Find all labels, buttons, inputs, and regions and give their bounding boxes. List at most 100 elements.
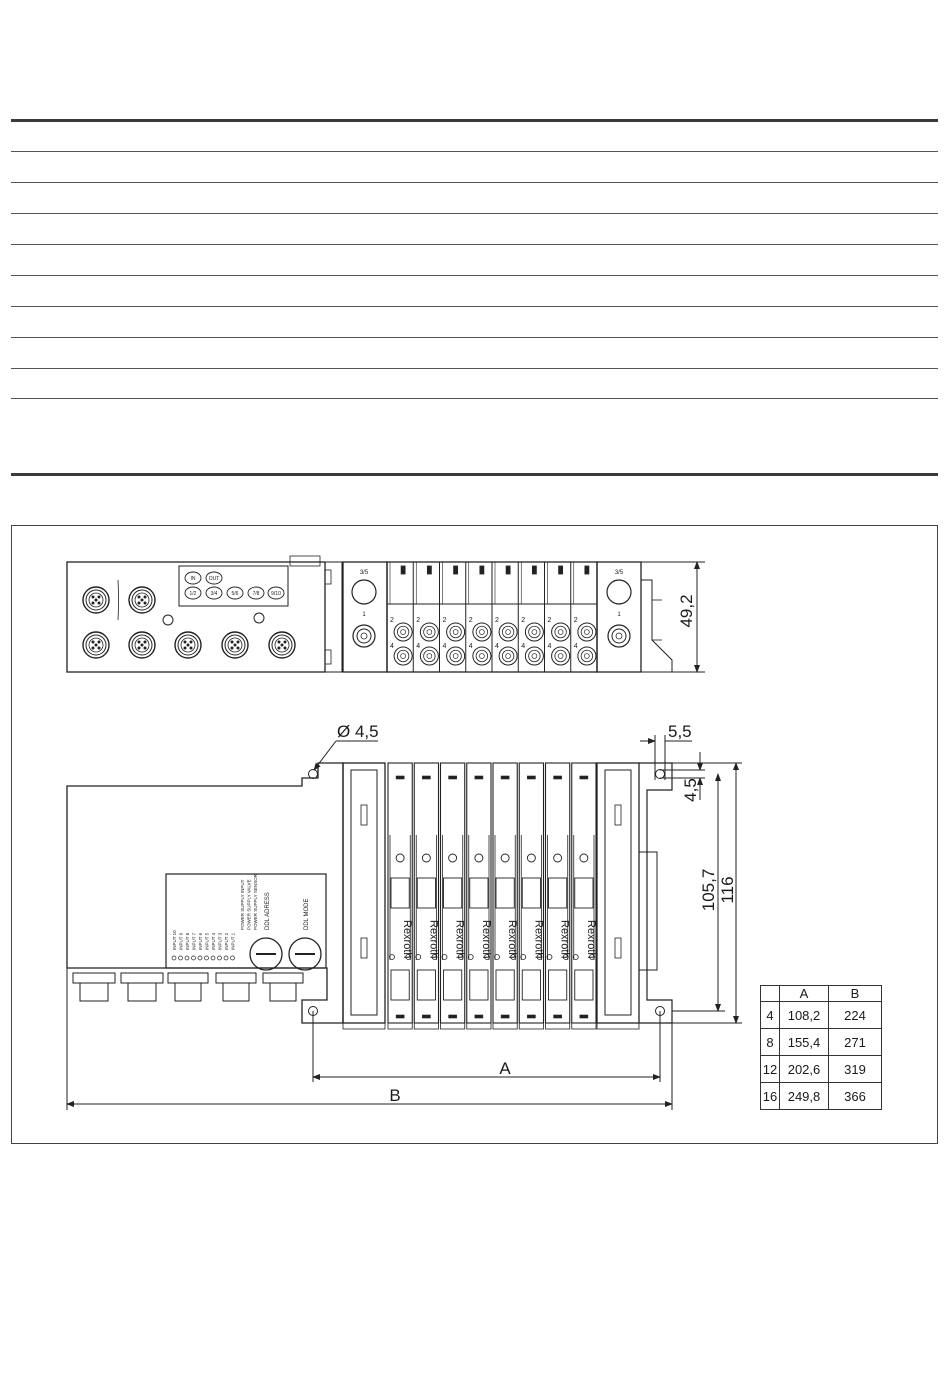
m12-connector-icon — [128, 586, 156, 614]
table-cell: 202,6 — [779, 1055, 829, 1083]
port-label: 3/5 — [615, 570, 624, 576]
power-label: POWER SUPPLY SENSOR — [253, 873, 258, 930]
dimension-table: A B 4 108,2 224 8 155,4 271 12 202,6 319… — [760, 985, 882, 1110]
table-cell: 4 — [760, 1001, 780, 1029]
power-label: POWER SUPPLY VALVE — [247, 879, 252, 930]
right-end-plate — [596, 561, 642, 673]
valve-slice-front: Rexroth — [544, 762, 571, 1030]
table-header-row: A B — [760, 985, 882, 1002]
brand-label: Rexroth — [427, 920, 439, 959]
valve-port-label: 4 — [469, 643, 473, 650]
dol-adress-label: DDL ADRESS — [265, 892, 271, 930]
valve-port-label: 4 — [416, 643, 420, 650]
svg-text:3/4: 3/4 — [211, 591, 218, 597]
valve-port-label: 2 — [574, 617, 578, 624]
bottom-rule — [11, 473, 938, 476]
table-rule — [11, 244, 938, 245]
dim-pitch-height-label: 105,7 — [699, 869, 718, 912]
module-tag: 3/4 — [205, 586, 223, 600]
power-label: POWER SUPPLY INPUT — [240, 879, 245, 930]
table-cell: 108,2 — [779, 1001, 829, 1029]
table-cell: 271 — [828, 1028, 882, 1056]
valve-slice-front: Rexroth — [387, 762, 413, 1030]
valve-slice-front: Rexroth — [492, 762, 518, 1030]
io-label: INPUT 2 — [224, 932, 229, 950]
table-cell: 16 — [760, 1082, 780, 1110]
table-row: 4 108,2 224 — [760, 1001, 882, 1029]
dim-right-group — [640, 735, 742, 1024]
io-label: INPUT 6 — [198, 932, 203, 950]
svg-text:7/8: 7/8 — [253, 591, 260, 597]
table-header-cell: A — [779, 985, 829, 1002]
module-tag: IN — [184, 571, 202, 585]
valve-port-label: 2 — [416, 617, 420, 624]
svg-text:1/2: 1/2 — [190, 591, 197, 597]
dim-height-top-label: 49,2 — [677, 594, 696, 627]
table-rule — [11, 306, 938, 307]
base-rail — [596, 1022, 640, 1030]
module-tag: 7/8 — [247, 586, 265, 600]
table-header-cell — [760, 985, 780, 1002]
dim-height-top — [641, 561, 705, 673]
table-rule — [11, 213, 938, 214]
brand-label: Rexroth — [454, 920, 466, 959]
port-label: 1 — [362, 612, 366, 618]
svg-text:IN: IN — [191, 576, 196, 582]
valve-slice-front: Rexroth — [466, 762, 492, 1030]
left-end-plate-front — [342, 762, 386, 1024]
valve-port-label: 4 — [548, 643, 552, 650]
svg-text:5/6: 5/6 — [232, 591, 239, 597]
table-rule — [11, 337, 938, 338]
dim-width-group — [66, 968, 673, 1110]
io-label: INPUT 7 — [192, 932, 197, 950]
valve-slice-top: 24 — [439, 562, 466, 672]
valve-port-label: 2 — [469, 617, 473, 624]
valve-slice-front: Rexroth — [439, 762, 466, 1030]
front-view — [66, 762, 673, 1024]
table-cell: 12 — [760, 1055, 780, 1083]
valve-port-label: 2 — [521, 617, 525, 624]
port-label: 1 — [617, 612, 621, 618]
port-label: 3/5 — [360, 570, 369, 576]
dim-offset-y-label: 4,5 — [681, 778, 700, 802]
io-label: INPUT 8 — [185, 932, 190, 950]
table-header-cell: B — [828, 985, 882, 1002]
module-tag: OUT — [205, 571, 223, 585]
valve-slice-top: 24 — [570, 562, 597, 672]
dim-A-label: A — [499, 1059, 511, 1078]
valve-port-label: 4 — [495, 643, 499, 650]
brand-label: Rexroth — [585, 920, 597, 959]
right-end-plate-front — [596, 762, 640, 1024]
valve-port-label: 4 — [574, 643, 578, 650]
table-row: 12 202,6 319 — [760, 1055, 882, 1083]
io-label: INPUT 1 — [231, 932, 236, 950]
m12-connector-icon — [174, 631, 202, 659]
table-cell: 319 — [828, 1055, 882, 1083]
valve-port-label: 4 — [521, 643, 525, 650]
dim-B-label: B — [389, 1086, 400, 1105]
valve-slice-top: 24 — [491, 562, 518, 672]
svg-text:OUT: OUT — [209, 576, 220, 582]
table-cell: 249,8 — [779, 1082, 829, 1110]
table-rule — [11, 151, 938, 152]
dim-total-height-label: 116 — [718, 876, 737, 903]
dim-hole-label: Ø 4,5 — [337, 722, 379, 741]
valve-port-label: 4 — [390, 643, 394, 650]
base-rail — [342, 1022, 386, 1030]
m12-connector-icon — [82, 586, 110, 614]
table-rule — [11, 182, 938, 183]
valve-slice-top: 24 — [465, 562, 492, 672]
table-row: 16 249,8 366 — [760, 1082, 882, 1110]
m12-connector-icon — [128, 631, 156, 659]
table-rule — [11, 398, 938, 399]
valve-port-label: 4 — [443, 643, 447, 650]
m12-connector-icon — [268, 631, 296, 659]
module-tag: 9/10 — [267, 586, 285, 600]
valve-port-label: 2 — [495, 617, 499, 624]
dim-hole-leader — [313, 740, 378, 771]
io-module-body — [66, 561, 326, 673]
brand-label: Rexroth — [480, 920, 492, 959]
table-cell: 366 — [828, 1082, 882, 1110]
m12-connector-icon — [82, 631, 110, 659]
